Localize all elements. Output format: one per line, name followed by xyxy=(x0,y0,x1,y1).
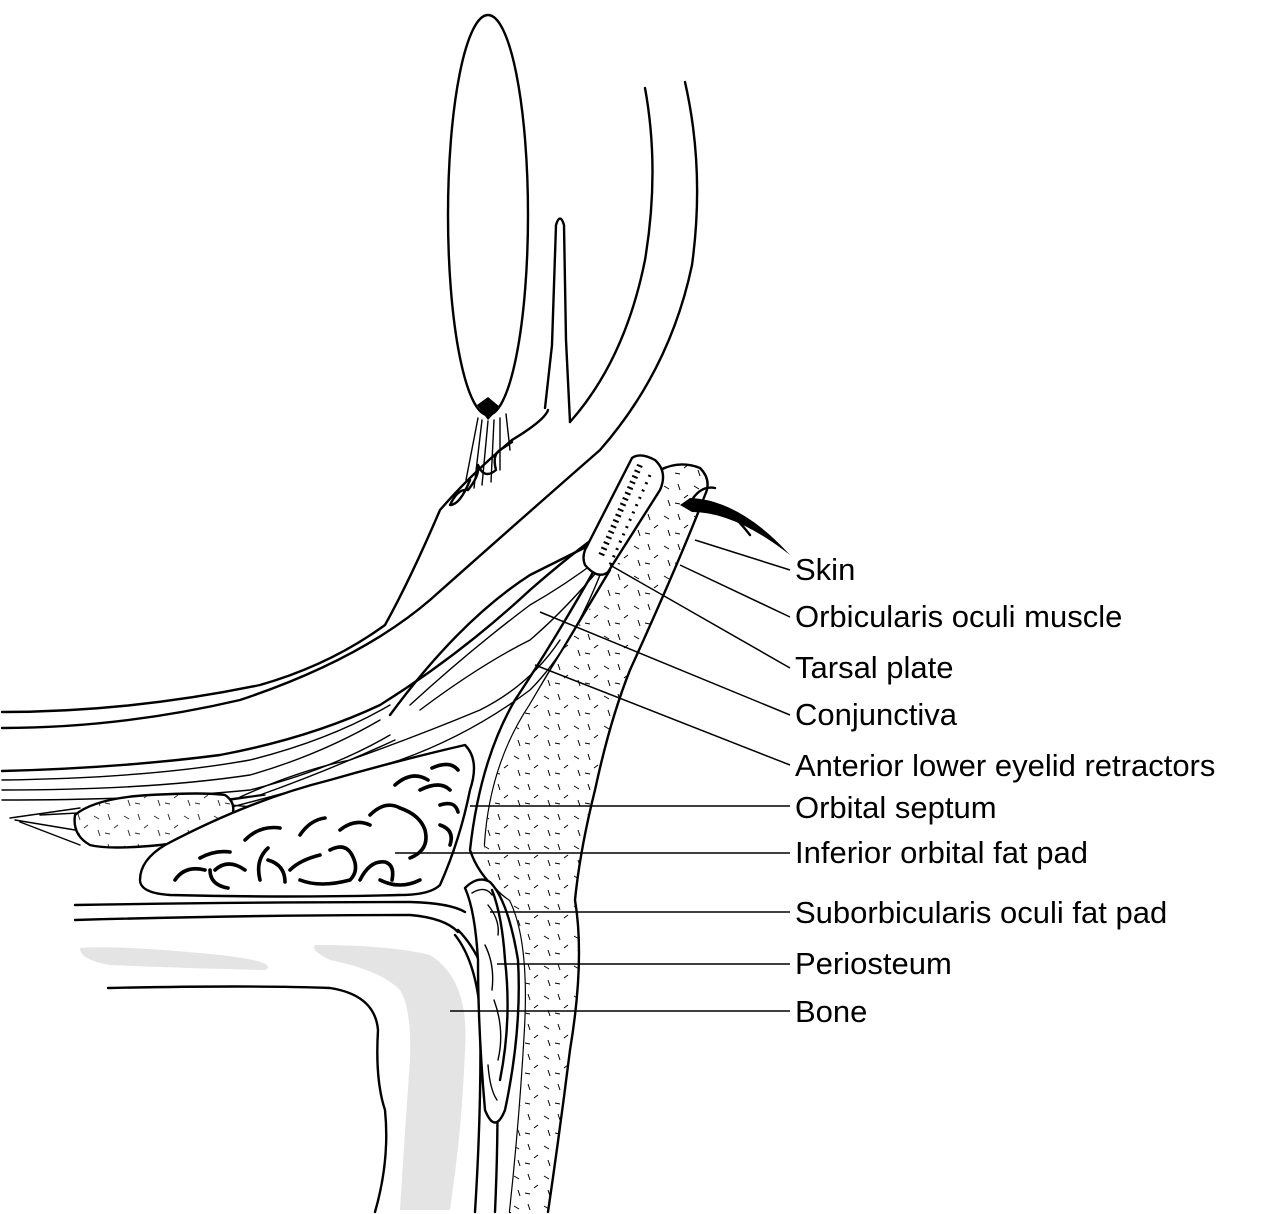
label-periosteum: Periosteum xyxy=(795,946,952,981)
label-orbicularis-oculi-muscle: Orbicularis oculi muscle xyxy=(795,599,1122,634)
label-tarsal-plate: Tarsal plate xyxy=(795,650,954,685)
globe-lens xyxy=(446,13,530,420)
leader-tarsal xyxy=(609,564,791,669)
inner-loop xyxy=(543,217,572,424)
eyelashes xyxy=(680,486,790,555)
bone-shape xyxy=(80,933,482,1214)
labels: Skin Orbicularis oculi muscle Tarsal pla… xyxy=(795,552,1215,1029)
label-inferior-orbital-fat-pad: Inferior orbital fat pad xyxy=(795,835,1088,870)
leader-orbicularis xyxy=(679,564,791,618)
label-skin: Skin xyxy=(795,552,855,587)
label-bone: Bone xyxy=(795,994,867,1029)
leader-lines xyxy=(395,539,791,1012)
leader-skin xyxy=(694,539,791,571)
tarsal-plate xyxy=(582,454,665,576)
leader-retractors xyxy=(534,664,791,766)
label-orbital-septum: Orbital septum xyxy=(795,790,997,825)
leader-conjunctiva xyxy=(539,611,791,716)
globe-outline xyxy=(0,80,699,773)
ciliary-fibres xyxy=(448,413,514,507)
label-anterior-lower-eyelid-retractors: Anterior lower eyelid retractors xyxy=(795,748,1215,783)
label-suborbicularis-oculi-fat-pad: Suborbicularis oculi fat pad xyxy=(795,895,1167,930)
label-conjunctiva: Conjunctiva xyxy=(795,697,958,732)
soof xyxy=(463,878,520,1124)
orbital-floor xyxy=(73,900,467,934)
inferior-fat-pad xyxy=(138,743,476,898)
